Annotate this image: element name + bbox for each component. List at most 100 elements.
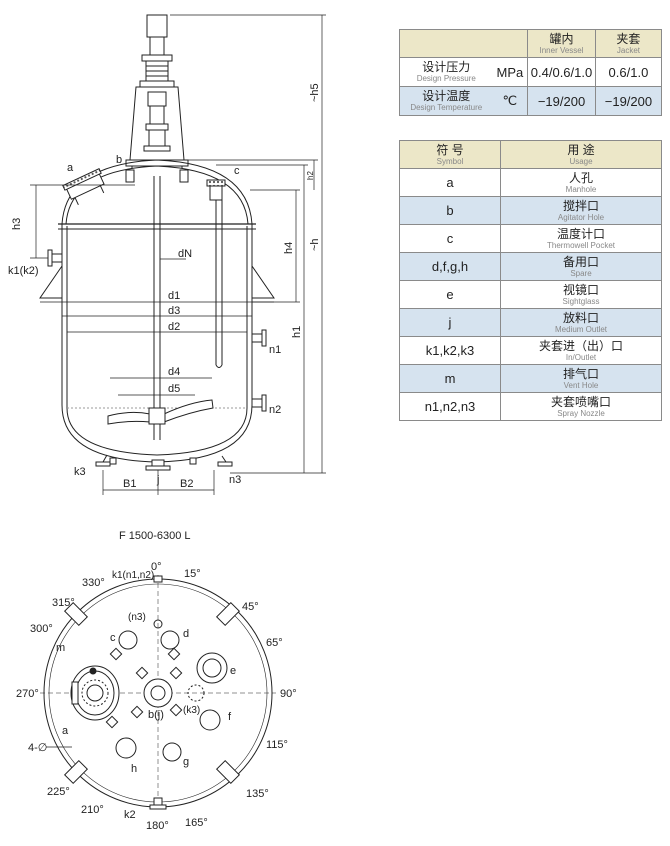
usage-cn: 放料口 bbox=[562, 310, 599, 325]
label-B1: B1 bbox=[123, 478, 136, 490]
dimension-lines bbox=[30, 14, 326, 495]
lug-315 bbox=[63, 601, 89, 627]
usage-en: Medium Outlet bbox=[554, 324, 608, 334]
plan-n3 bbox=[153, 619, 163, 629]
col-symbol-cn: 符 号 bbox=[436, 142, 464, 157]
plan-nozzle-c bbox=[118, 630, 138, 650]
support-lug-right bbox=[251, 264, 275, 299]
label-n2: n2 bbox=[269, 404, 281, 416]
support-lug-left bbox=[39, 264, 63, 299]
angle-15: 15° bbox=[184, 568, 201, 580]
label-a: a bbox=[67, 162, 74, 174]
angle-300: 300° bbox=[30, 623, 53, 635]
elevation-view bbox=[39, 14, 275, 471]
symbol-cell: a bbox=[399, 168, 501, 197]
plan-manhole bbox=[70, 665, 120, 721]
angle-65: 65° bbox=[266, 637, 283, 649]
bottom-nozzle-k3 bbox=[95, 454, 111, 467]
row-jacket: 0.6/1.0 bbox=[594, 57, 663, 87]
usage-cn: 排气口 bbox=[562, 366, 599, 381]
usage-en: Agitator Hole bbox=[557, 212, 605, 222]
usage-en: Thermowell Pocket bbox=[546, 240, 616, 250]
plan-label-e: e bbox=[230, 665, 236, 677]
row-jacket: −19/200 bbox=[594, 86, 663, 116]
label-k3: k3 bbox=[74, 466, 86, 478]
plan-label-h: h bbox=[131, 763, 137, 775]
plan-label-m: m bbox=[56, 642, 65, 654]
plan-label-a: a bbox=[62, 725, 69, 737]
plan-label-legs: 4-∅ bbox=[28, 742, 47, 754]
label-k1k2: k1(k2) bbox=[8, 265, 39, 277]
angle-45: 45° bbox=[242, 601, 259, 613]
bottom-nozzle-n3 bbox=[217, 455, 233, 467]
plan-model-label: F 1500-6300 L bbox=[119, 530, 191, 542]
angle-210: 210° bbox=[81, 804, 104, 816]
lug-225 bbox=[63, 759, 89, 785]
col-jacket-cn: 夹套 bbox=[616, 31, 641, 46]
angle-180: 180° bbox=[146, 820, 169, 832]
plan-angle-labels: 0° 15° 45° 65° 90° 115° 135° 165° 180° 2… bbox=[16, 561, 297, 832]
label-j: j bbox=[156, 474, 159, 486]
label-n1: n1 bbox=[269, 344, 281, 356]
label-dN: dN bbox=[178, 248, 192, 260]
usage-cn: 视镜口 bbox=[562, 282, 599, 297]
symbol-cell: n1,n2,n3 bbox=[399, 392, 501, 421]
row-label-cn: 设计压力 bbox=[422, 60, 471, 74]
label-h1: h1 bbox=[291, 326, 303, 338]
usage-cn: 人孔 bbox=[568, 170, 593, 185]
angle-90: 90° bbox=[280, 688, 297, 700]
row-unit: ℃ bbox=[492, 86, 529, 116]
label-h5: ~h5 bbox=[309, 83, 321, 102]
angle-330: 330° bbox=[82, 577, 105, 589]
usage-en: Vent Hole bbox=[563, 380, 599, 390]
table-row: 设计压力 Design Pressure MPa 0.4/0.6/1.0 0.6… bbox=[398, 57, 663, 87]
side-nozzle-k1 bbox=[47, 249, 63, 267]
table-row: 设计温度 Design Temperature ℃ −19/200 −19/20… bbox=[398, 86, 663, 116]
spray-nozzle-n1 bbox=[251, 329, 267, 347]
label-h: ~h bbox=[309, 238, 321, 251]
row-label-cn: 设计温度 bbox=[422, 89, 471, 103]
angle-270: 270° bbox=[16, 688, 39, 700]
plan-nozzle-labels: k1(n1,n2) (n3) c d m e a b(j) (k3) f h g… bbox=[28, 570, 236, 821]
usage-cn: 温度计口 bbox=[556, 226, 605, 241]
plan-label-d: d bbox=[183, 628, 189, 640]
col-jacket-en: Jacket bbox=[616, 45, 640, 55]
plan-label-k3: (k3) bbox=[183, 705, 200, 716]
design-conditions-table: 罐内 Inner Vessel 夹套 Jacket 设计压力 Design Pr… bbox=[398, 29, 663, 116]
row-unit: MPa bbox=[492, 57, 529, 87]
label-h4: h4 bbox=[283, 242, 295, 254]
plan-nozzle-g bbox=[162, 742, 182, 762]
label-n3: n3 bbox=[229, 474, 241, 486]
label-h3: h3 bbox=[11, 218, 23, 230]
symbol-cell: d,f,g,h bbox=[399, 252, 501, 281]
plan-nozzle-h bbox=[115, 737, 137, 759]
row-label-en: Design Pressure bbox=[416, 74, 476, 83]
lug-45 bbox=[215, 601, 241, 627]
row-label-en: Design Temperature bbox=[410, 103, 483, 112]
plan-sightglass bbox=[196, 652, 228, 684]
symbol-cell: j bbox=[399, 308, 501, 337]
row-inner: 0.4/0.6/1.0 bbox=[527, 57, 596, 87]
label-d4: d4 bbox=[168, 366, 180, 378]
plan-nozzle-f bbox=[199, 709, 221, 731]
col-usage-en: Usage bbox=[569, 156, 593, 166]
elevation-labels: a b c h3 k1(k2) h4 h2 ~h5 ~h h1 dN d1 d3… bbox=[8, 83, 321, 490]
col-inner-en: Inner Vessel bbox=[539, 45, 584, 55]
usage-cn: 搅拌口 bbox=[562, 198, 599, 213]
plan-label-k2: k2 bbox=[124, 809, 136, 821]
plan-label-g: g bbox=[183, 756, 189, 768]
angle-315: 315° bbox=[52, 597, 75, 609]
usage-en: Spare bbox=[570, 268, 592, 278]
plan-label-f: f bbox=[228, 711, 232, 723]
symbol-cell: e bbox=[399, 280, 501, 309]
